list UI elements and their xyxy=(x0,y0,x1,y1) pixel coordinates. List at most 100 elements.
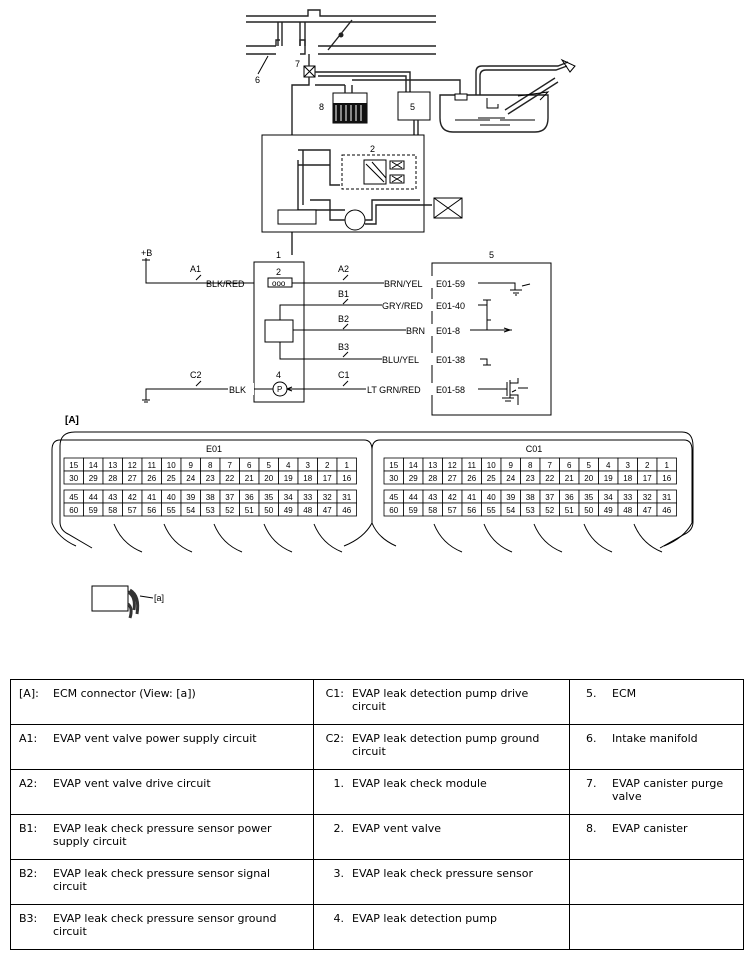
connector-pin-number: 52 xyxy=(225,506,234,515)
system-schematic: 6 7 8 5 2 xyxy=(246,9,576,255)
legend-cell: 6.Intake manifold xyxy=(569,724,744,770)
connector-pin-number: 27 xyxy=(128,474,137,483)
connector-pin-number: 59 xyxy=(89,506,98,515)
pump-number: 4 xyxy=(276,370,281,380)
connector-pin-number: 12 xyxy=(448,461,457,470)
callout-5: 5 xyxy=(410,102,415,112)
connector-pin-number: 53 xyxy=(526,506,535,515)
harness-wire xyxy=(583,523,613,553)
connector-pin-number: 22 xyxy=(225,474,234,483)
connector-pin-number: 16 xyxy=(342,474,351,483)
connector-pin-number: 8 xyxy=(208,461,213,470)
connector-pin-number: 35 xyxy=(264,493,273,502)
harness-wire xyxy=(163,523,193,553)
legend-description: EVAP leak check pressure sensor xyxy=(352,867,534,880)
wiring-diagram: +B 1 5 A1 BLK/RED 2 ooo A2 BRN/YEL E01-5… xyxy=(141,248,552,416)
label-bg-c2 xyxy=(228,383,254,395)
throttle-pivot xyxy=(338,32,344,38)
purge-valve-x xyxy=(303,65,316,78)
connector-pin-number: 28 xyxy=(108,474,117,483)
canister-grid xyxy=(335,105,362,121)
view-label-leader xyxy=(139,595,154,599)
connector-pin-cell xyxy=(336,470,357,485)
connector-pin-number: 14 xyxy=(409,461,418,470)
legend-cell: B3:EVAP leak check pressure sensor groun… xyxy=(10,904,314,950)
connector-pin-number: 26 xyxy=(467,474,476,483)
label-bg-c1 xyxy=(366,383,476,395)
legend-description: EVAP leak detection pump ground circuit xyxy=(352,732,540,758)
connector-pin-number: 38 xyxy=(206,493,215,502)
connector-pin-number: 1 xyxy=(345,461,350,470)
connector-pin-number: 50 xyxy=(584,506,593,515)
connector-pin-number: 37 xyxy=(545,493,554,502)
label-bg-b1 xyxy=(382,299,482,311)
connector-pin-number: 59 xyxy=(409,506,418,515)
legend-cell: 5.ECM xyxy=(569,679,744,725)
connector-pin-number: 42 xyxy=(448,493,457,502)
connector-pin-number: 60 xyxy=(69,506,78,515)
legend-key: 1. xyxy=(333,777,345,790)
circuit-id-b2: B2 xyxy=(338,314,349,324)
connector-pin-number: 29 xyxy=(409,474,418,483)
connector-pin-number: 56 xyxy=(467,506,476,515)
legend-key: C1: xyxy=(325,687,344,700)
legend-row: [A]:ECM connector (View: [a])C1:EVAP lea… xyxy=(10,679,744,725)
wire-color-b1: GRY/RED xyxy=(382,301,423,311)
ecm-pin-b2: E01-8 xyxy=(436,326,460,336)
connector-pin-number: 55 xyxy=(167,506,176,515)
legend-cell: 7.EVAP canister purge valve xyxy=(569,769,744,815)
legend-key: 2. xyxy=(333,822,345,835)
legend-key: B3: xyxy=(19,912,38,925)
connector-pin-number: 2 xyxy=(325,461,330,470)
connector-pin-number: 19 xyxy=(284,474,293,483)
legend-key: A2: xyxy=(19,777,38,790)
connector-pin-number: 54 xyxy=(506,506,515,515)
legend-description: EVAP vent valve drive circuit xyxy=(53,777,211,790)
connector-pin-number: 10 xyxy=(167,461,176,470)
legend-description: EVAP leak check module xyxy=(352,777,487,790)
circuit-id-c2: C2 xyxy=(190,370,202,380)
circuit-id-b1: B1 xyxy=(338,289,349,299)
connector-pin-number: 48 xyxy=(303,506,312,515)
legend-key: 5. xyxy=(586,687,597,700)
legend-cell: A2: EVAP vent valve drive circuit xyxy=(10,769,314,815)
connector-pin-cell xyxy=(656,470,677,485)
circuit-id-a2: A2 xyxy=(338,264,349,274)
connector-pin-number: 11 xyxy=(148,461,157,470)
connector-pin-number: 17 xyxy=(323,474,332,483)
pressure-sensor-block xyxy=(277,209,317,225)
connector-pin-number: 33 xyxy=(303,493,312,502)
ecm-c1-driver xyxy=(478,378,528,405)
connector-pin-number: 18 xyxy=(303,474,312,483)
legend-description: Intake manifold xyxy=(612,732,698,745)
connector-pin-number: 28 xyxy=(428,474,437,483)
connector-pin-number: 21 xyxy=(245,474,254,483)
legend-key: B1: xyxy=(19,822,38,835)
air-filter-x xyxy=(433,197,463,219)
connector-pin-number: 20 xyxy=(264,474,273,483)
legend-cell: 4.EVAP leak detection pump xyxy=(313,904,570,950)
tick-a2 xyxy=(342,274,349,281)
legend-cell: [A]:ECM connector (View: [a]) xyxy=(10,679,314,725)
connector-pin-cell xyxy=(336,502,357,517)
wire-color-b3: BLU/YEL xyxy=(382,355,419,365)
harness-wire xyxy=(213,523,243,553)
legend-row: B3:EVAP leak check pressure sensor groun… xyxy=(10,904,744,950)
vent-valve-boundary xyxy=(341,154,417,190)
connector-pin-number: 4 xyxy=(286,461,291,470)
connector-pin-number: 9 xyxy=(189,461,194,470)
pump-motor-letter: P xyxy=(277,385,282,394)
check-valve xyxy=(517,91,550,101)
connector-pin-number: 39 xyxy=(506,493,515,502)
legend-key: B2: xyxy=(19,867,38,880)
connector-pin-number: 48 xyxy=(623,506,632,515)
label-bg-a2 xyxy=(384,276,496,288)
callout-6: 6 xyxy=(255,75,260,85)
connector-pin-number: 13 xyxy=(108,461,117,470)
connector-pin-number: 7 xyxy=(228,461,233,470)
legend-cell: C2:EVAP leak detection pump ground circu… xyxy=(313,724,570,770)
legend-key: 3. xyxy=(333,867,345,880)
connector-pin-number: 18 xyxy=(623,474,632,483)
tick-b3 xyxy=(342,351,349,358)
